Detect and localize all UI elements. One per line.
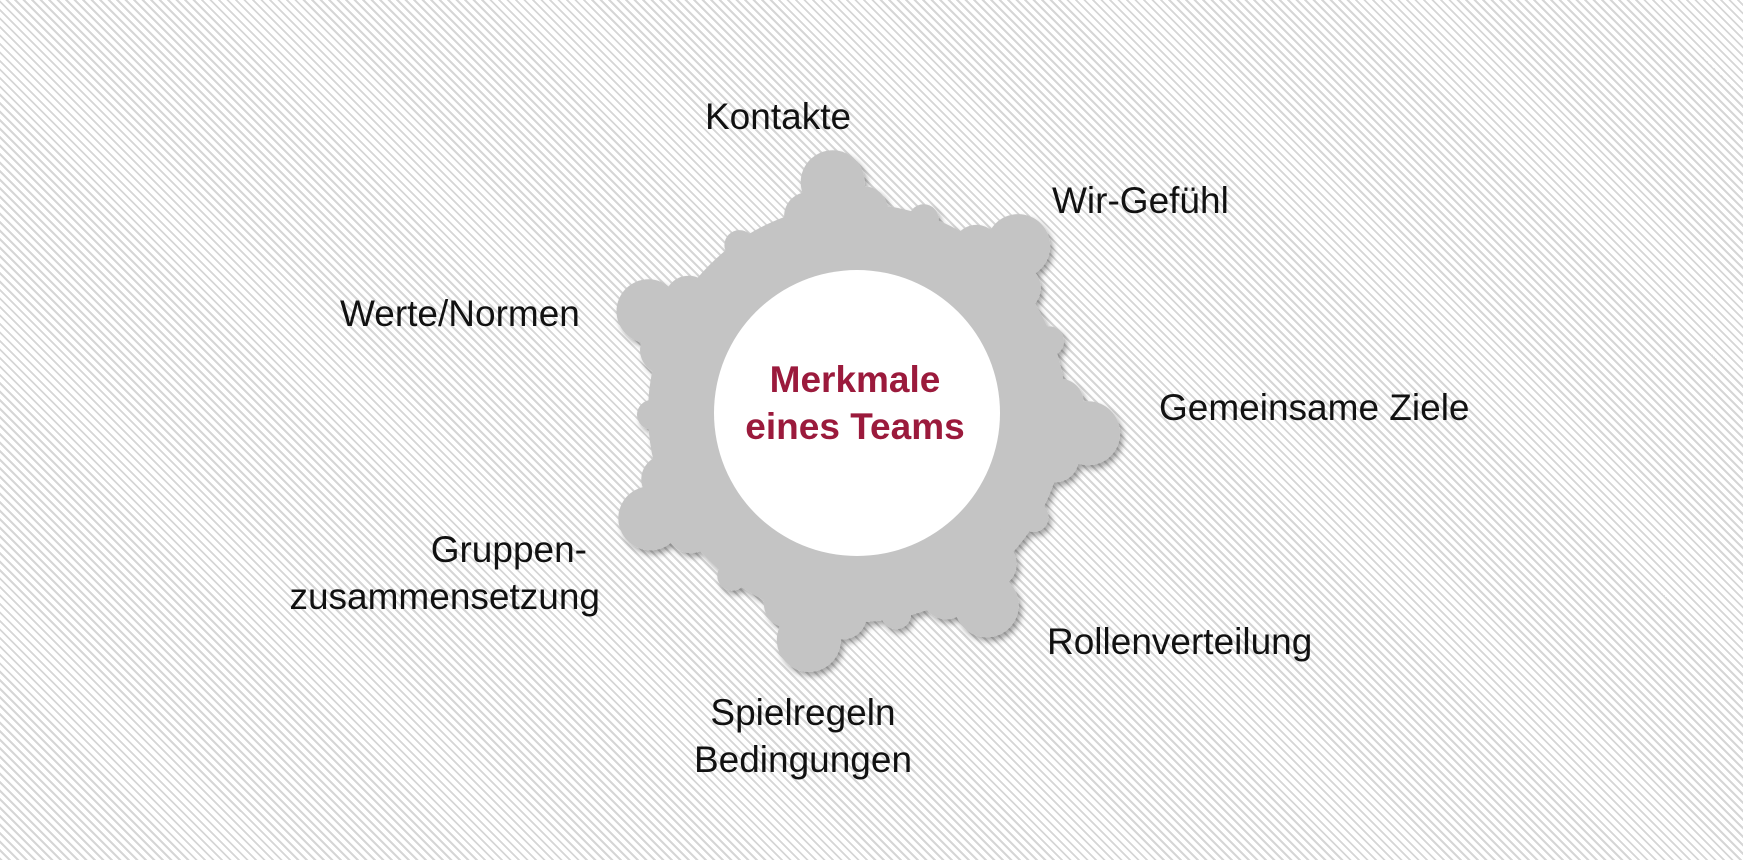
label-rollenverteilung: Rollenverteilung xyxy=(1047,621,1313,662)
figure-torso-1 xyxy=(784,186,890,252)
label-werte-normen: Werte/Normen xyxy=(340,293,580,334)
figure-hands-5 xyxy=(717,560,748,591)
label-wir-gefuehl: Wir-Gefühl xyxy=(1052,180,1229,221)
figure-torso-7 xyxy=(640,275,724,380)
figure-torso-4 xyxy=(915,530,1017,620)
figure-torso-2 xyxy=(944,224,1041,321)
figure-hands-6 xyxy=(637,399,667,430)
figure-hands-4 xyxy=(881,599,912,630)
center-title-line1: Merkmale xyxy=(769,359,941,400)
label-gemeinsame-ziele: Gemeinsame Ziele xyxy=(1159,387,1470,428)
figure-hands-2 xyxy=(1034,326,1064,357)
figure-hands-7 xyxy=(724,230,755,261)
figure-hands-3 xyxy=(1018,502,1049,532)
label-kontakte: Kontakte xyxy=(705,96,852,137)
figure-torso-5 xyxy=(763,568,870,640)
center-circle xyxy=(714,270,1000,556)
figure-torso-6 xyxy=(641,449,726,554)
center-title: Merkmale eines Teams xyxy=(705,356,1005,450)
center-title-line2: eines Teams xyxy=(745,406,965,447)
figure-torso-3 xyxy=(1018,377,1084,483)
figure-hands-1 xyxy=(908,204,939,235)
label-spielregeln-bedingungen: Spielregeln Bedingungen xyxy=(693,692,913,780)
label-gruppenzusammensetzung: Gruppen- zusammensetzung xyxy=(289,529,600,617)
